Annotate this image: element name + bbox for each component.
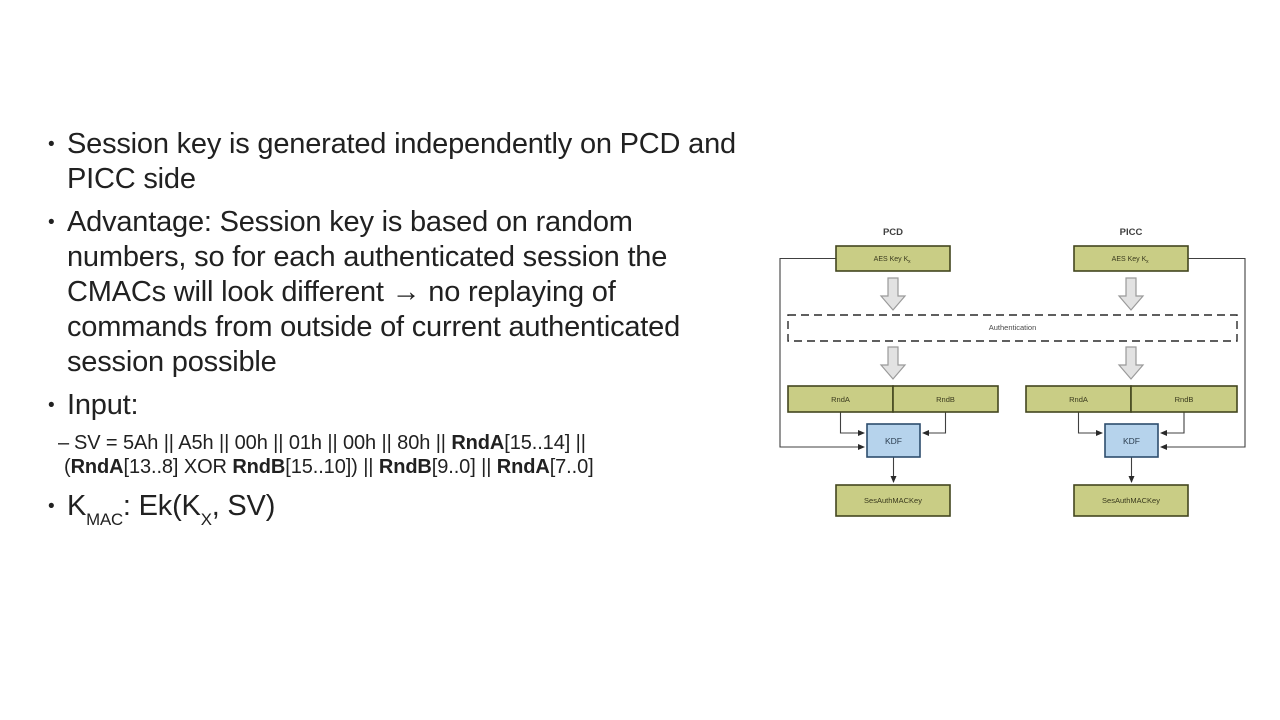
bullet-input: • Input: [48,388,778,423]
picc-sesauthmackey-box [1073,484,1189,517]
pcd-rnda-box [787,385,894,413]
bullet-advantage: • Advantage: Session key is based on ran… [48,205,778,380]
authentication-label: Authentication [989,323,1037,332]
picc-down-arrow2-icon [1117,346,1145,380]
bullet-marker: • [48,134,55,155]
bullet-advantage-line4: commands from outside of current authent… [67,311,681,343]
dash-marker: – [58,432,70,454]
bullet-advantage-line1: Advantage: Session key is based on rando… [67,206,633,238]
picc-column-title: PICC [1120,227,1143,238]
pcd-key-feedback-line [779,257,865,450]
pcd-aes-key-box [835,245,951,272]
pcd-kdf-label: KDF [885,436,902,446]
bullet-session-key-line2: PICC side [67,163,196,195]
picc-rndb-to-kdf-line [1160,412,1185,436]
picc-aes-key-label: AES Key K [1112,256,1147,263]
kmac-formula: KMAC: Ek(KX, SV) [67,490,276,529]
sv-line1: SV = 5Ah || A5h || 00h || 01h || 00h || … [74,432,586,454]
pcd-sesauthmackey-box [835,484,951,517]
pcd-rndb-to-kdf-line [922,412,947,436]
pcd-down-arrow-icon [879,277,907,311]
picc-rndb-label: RndB [1175,395,1194,404]
bullet-kmac: • KMAC: Ek(KX, SV) [48,489,778,529]
bullet-input-label: Input: [67,389,139,421]
picc-rnda-to-kdf-line [1077,412,1103,436]
pcd-column-title: PCD [883,227,903,238]
bullet-session-key-line1: Session key is generated independently o… [67,128,736,160]
pcd-rndb-label: RndB [936,395,955,404]
bullet-session-key: • Session key is generated independently… [48,127,778,197]
bullet-marker: • [48,496,55,517]
picc-sesauthmackey-label: SesAuthMACKey [1102,496,1160,505]
pcd-aes-key-label: AES Key K [874,256,909,263]
picc-down-arrow-icon [1117,277,1145,311]
bullet-advantage-line2: numbers, so for each authenticated sessi… [67,241,668,273]
picc-rndb-box [1130,385,1238,413]
picc-kdf-box [1104,423,1159,458]
key-derivation-svg: PCD PICC AES Key K x AES Key K x Authent… [779,227,1246,517]
picc-aes-key-box [1073,245,1189,272]
pcd-rndb-box [892,385,999,413]
authentication-box [787,314,1238,342]
sv-line2: (RndA[13..8] XOR RndB[15..10]) || RndB[9… [64,456,594,478]
picc-key-feedback-line [1160,257,1246,450]
session-key-diagram: PCD PICC AES Key K x AES Key K x Authent… [770,220,1260,530]
pcd-rnda-label: RndA [831,395,850,404]
pcd-sesauthmackey-label: SesAuthMACKey [864,496,922,505]
pcd-aes-key-subscript: x [908,259,911,265]
picc-kdf-label: KDF [1123,436,1140,446]
bullet-advantage-line5: session possible [67,346,277,378]
picc-aes-key-subscript: x [1146,259,1149,265]
pcd-kdf-box [866,423,921,458]
bullet-advantage-line3: CMACs will look different → no replaying… [67,276,616,308]
pcd-rnda-to-kdf-line [839,412,865,436]
bullet-marker: • [48,212,55,233]
pcd-down-arrow2-icon [879,346,907,380]
bullet-marker: • [48,395,55,416]
picc-rnda-label: RndA [1069,395,1088,404]
bullet-list: • Session key is generated independently… [48,127,778,532]
picc-rnda-box [1025,385,1132,413]
sub-bullet-sv: – SV = 5Ah || A5h || 00h || 01h || 00h |… [48,431,778,479]
